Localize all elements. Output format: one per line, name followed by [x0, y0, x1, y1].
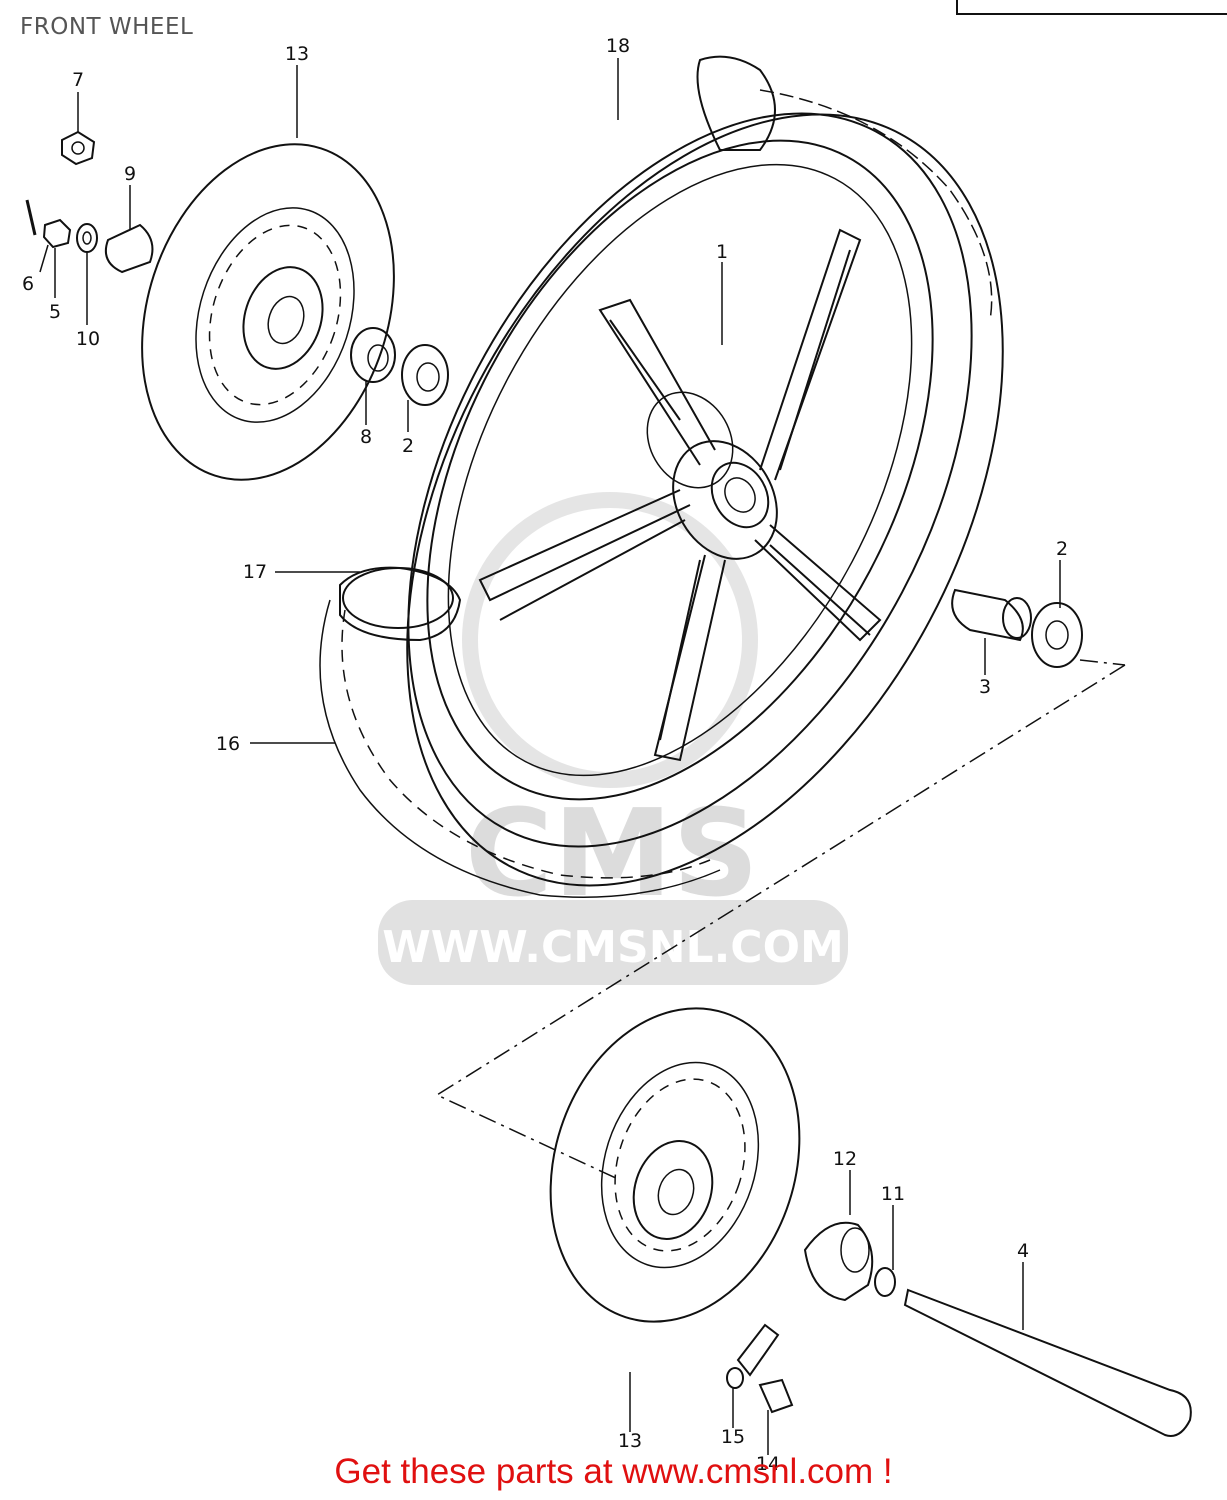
callout-18: 18: [606, 35, 630, 57]
rim-inner: [447, 163, 913, 777]
leader-lines: [39, 58, 1061, 1455]
bearing-2-left: [401, 344, 449, 406]
callout-16: 16: [216, 733, 240, 755]
watermark: CMS WWW.CMSNL.COM: [378, 492, 848, 985]
small-parts-left: [25, 130, 449, 406]
axle-4: [903, 1288, 1192, 1437]
spokes: [478, 228, 882, 762]
callout-17: 17: [243, 561, 267, 583]
nut-7: [61, 130, 96, 166]
tread-pattern-top: [759, 89, 993, 321]
callout-15: 15: [721, 1426, 745, 1448]
nut-5: [42, 218, 72, 249]
brake-disc-left: [141, 143, 395, 481]
watermark-url: WWW.CMSNL.COM: [382, 922, 844, 973]
callouts: 13 7 9 6 5 10 8 2 18 1 17 16 2 3 12 11 4…: [22, 35, 1068, 1475]
callout-9: 9: [124, 163, 136, 185]
tube-17: [342, 567, 454, 629]
reference-lines: [435, 659, 1126, 1181]
tread-pattern: [341, 609, 711, 879]
callout-10: 10: [76, 328, 100, 350]
hub-bore-inner: [724, 477, 756, 513]
callout-2-left: 2: [402, 435, 414, 457]
rim-outer: [426, 139, 934, 801]
lock-plate: [736, 1323, 780, 1377]
callout-2-right: 2: [1056, 538, 1068, 560]
tire-inner: [407, 112, 973, 848]
hub-body: [646, 391, 734, 489]
cotter-pin-6: [25, 199, 37, 236]
small-parts-right: [726, 588, 1192, 1437]
callout-14: 14: [756, 1453, 780, 1475]
frame-corner: [956, 0, 1227, 15]
tread-edge: [319, 599, 721, 898]
hub-flange: [672, 440, 778, 560]
hub-bore: [710, 461, 770, 529]
callout-13-bottom: 13: [618, 1430, 642, 1452]
bolt-14: [758, 1378, 794, 1414]
footer-cta-link[interactable]: Get these parts at www.cmsnl.com !: [334, 1452, 893, 1491]
callout-11: 11: [881, 1183, 905, 1205]
callout-12: 12: [833, 1148, 857, 1170]
callout-13-top: 13: [285, 43, 309, 65]
callout-6: 6: [22, 273, 34, 295]
brake-disc-right: [549, 1007, 801, 1323]
tire-outer: [406, 113, 1004, 887]
washer-15: [726, 1367, 744, 1389]
callout-1: 1: [716, 241, 728, 263]
callout-8: 8: [360, 426, 372, 448]
callout-5: 5: [49, 301, 61, 323]
callout-7: 7: [72, 69, 84, 91]
washer-11: [874, 1267, 896, 1297]
bearing-2-right: [1031, 602, 1083, 668]
dust-seal-8: [350, 327, 396, 383]
speedometer-gearbox-12: [803, 1221, 874, 1302]
diagram-title: FRONT WHEEL: [20, 14, 194, 40]
washer-10: [76, 223, 98, 253]
wheel-assembly: [319, 55, 1004, 898]
callout-4: 4: [1017, 1240, 1029, 1262]
tire-section-top: [696, 55, 776, 151]
spacer-9: [104, 223, 154, 274]
callout-3: 3: [979, 676, 991, 698]
tire-section-bottom: [339, 566, 462, 642]
spacer-3: [951, 588, 1024, 642]
